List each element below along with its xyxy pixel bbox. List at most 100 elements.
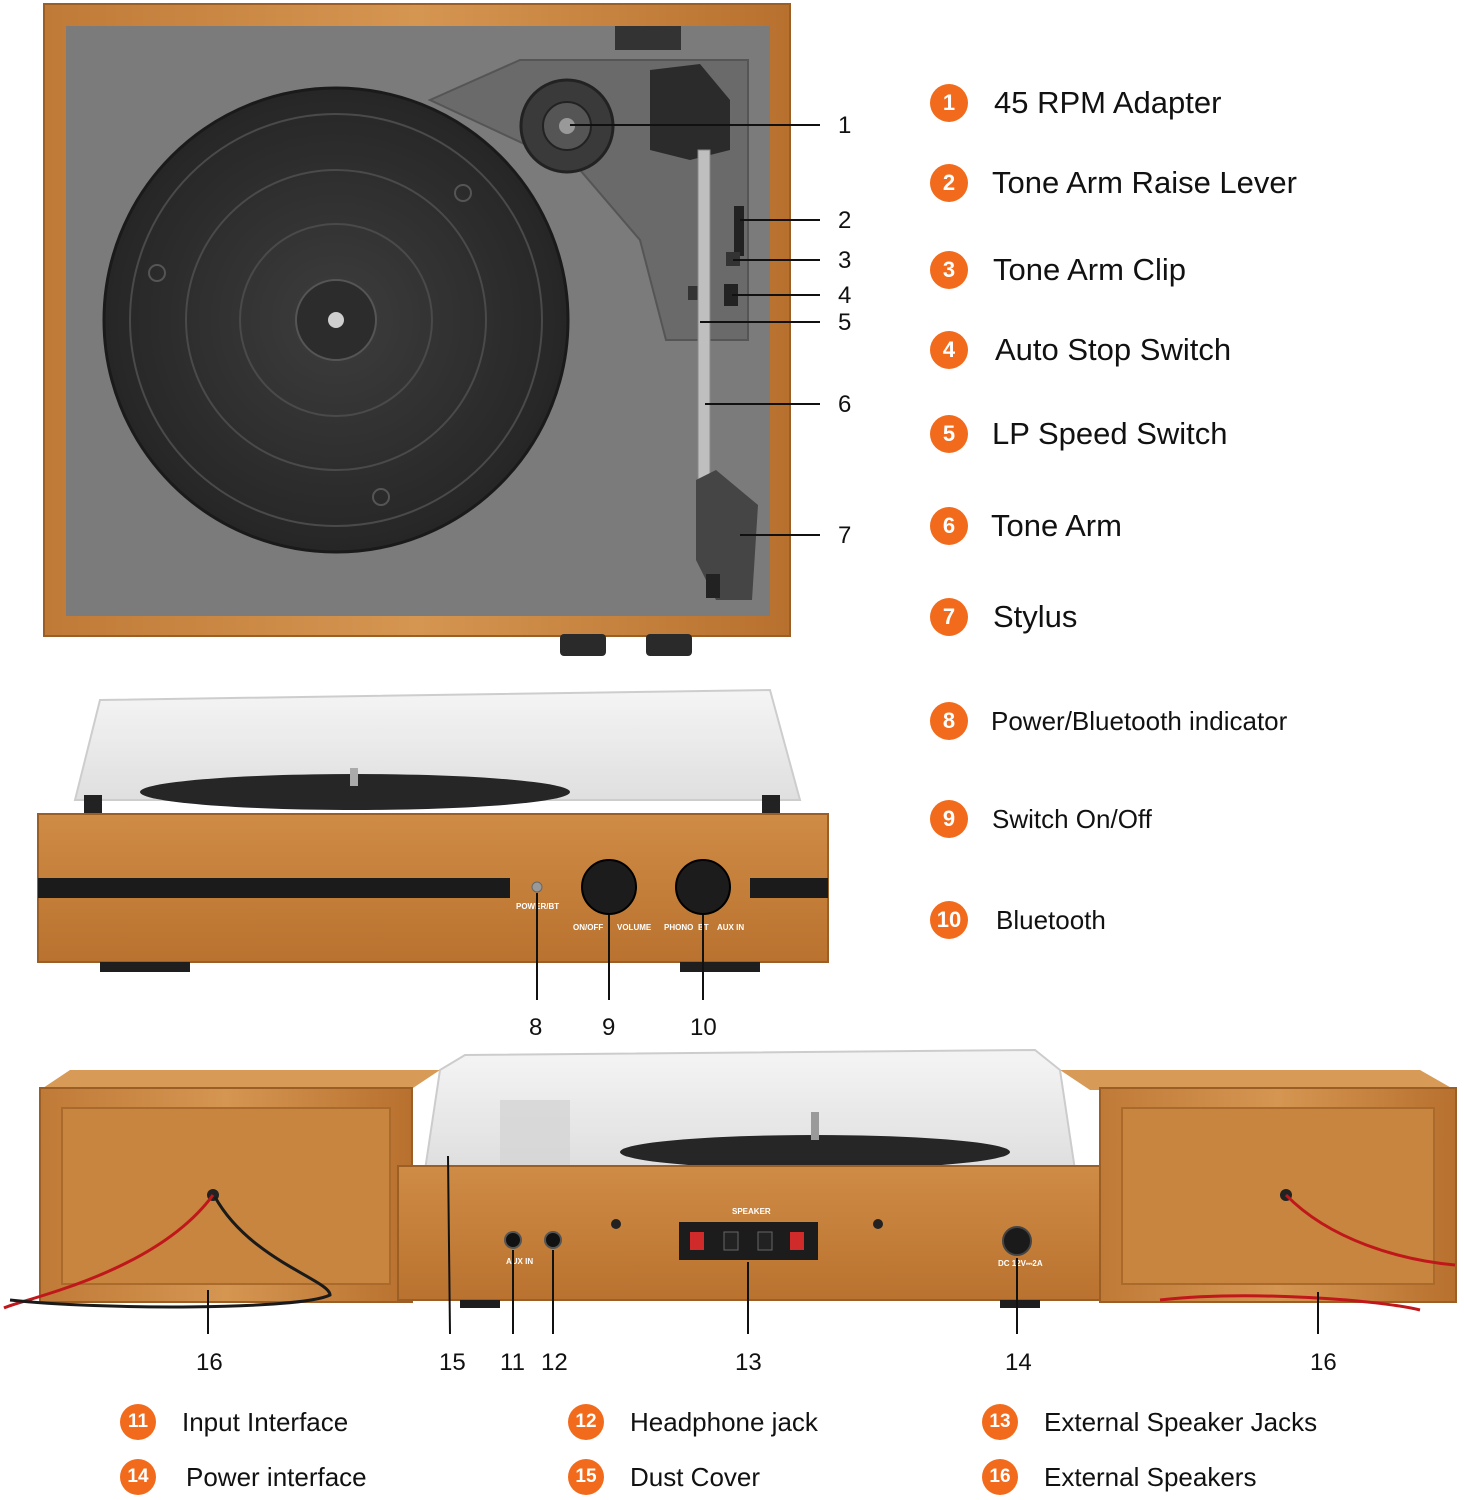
legend-label: Power interface — [186, 1461, 367, 1492]
rear-view: AUX IN SPEAKER DC 12V⎓2A 16 15 11 12 13 … — [3, 1048, 1457, 1376]
callout-10: 10 — [690, 1014, 717, 1041]
right-speaker-wire — [1159, 1193, 1456, 1312]
dc-power-jack — [1002, 1226, 1032, 1256]
front-stripe-right — [750, 878, 828, 898]
legend-label: Power/Bluetooth indicator — [991, 705, 1288, 736]
rear-arm-cover — [500, 1100, 570, 1170]
front-callout-lines — [536, 893, 704, 1000]
power-bt-indicator — [531, 881, 543, 893]
legend-label: External Speakers — [1044, 1461, 1257, 1492]
platter-ring-outer — [129, 113, 543, 527]
callout-8: 8 — [529, 1014, 542, 1041]
platter-ring-inner — [239, 223, 433, 417]
legend-item-5: 5 LP Speed Switch — [930, 415, 1228, 453]
callout-7: 7 — [838, 522, 851, 549]
legend-item-1: 1 45 RPM Adapter — [930, 84, 1221, 122]
rear-foot — [1000, 1300, 1040, 1308]
callout-4: 4 — [838, 282, 851, 309]
front-foot — [100, 962, 190, 972]
callout-6: 6 — [838, 391, 851, 418]
front-cover-hinge — [762, 795, 780, 813]
legend-label: Bluetooth — [996, 904, 1106, 935]
legend-label: LP Speed Switch — [992, 416, 1228, 451]
volume-label: VOLUME — [617, 923, 652, 932]
legend-item-13: 13 External Speaker Jacks — [982, 1404, 1317, 1440]
phono-label: PHONO — [664, 923, 693, 932]
right-speaker-panel — [1121, 1107, 1435, 1285]
legend-item-4: 4 Auto Stop Switch — [930, 331, 1231, 369]
legend-label: Tone Arm Raise Lever — [992, 165, 1297, 200]
top-view: 1 2 3 4 5 6 7 — [43, 3, 851, 656]
number-badge: 11 — [120, 1404, 156, 1440]
rear-screw — [611, 1219, 621, 1229]
left-speaker-wire-black — [9, 1196, 332, 1309]
legend-item-11: 11 Input Interface — [120, 1404, 348, 1440]
platter-screw — [148, 264, 166, 282]
callout-5: 5 — [838, 309, 851, 336]
number-badge: 6 — [930, 507, 968, 545]
speaker-terminal — [723, 1231, 739, 1251]
legend-item-8: 8 Power/Bluetooth indicator — [930, 702, 1287, 740]
aux-in-jack — [504, 1231, 522, 1249]
speaker-terminal — [690, 1232, 704, 1250]
auto-stop-switch — [724, 284, 738, 306]
legend-label: External Speaker Jacks — [1044, 1406, 1318, 1437]
top-knob — [646, 634, 692, 656]
rear-aux-in-label: AUX IN — [506, 1257, 533, 1266]
number-badge: 1 — [930, 84, 968, 122]
front-stripe-left — [38, 878, 510, 898]
spindle — [328, 312, 344, 328]
dc-label: DC 12V⎓2A — [998, 1259, 1043, 1268]
number-badge: 12 — [568, 1404, 604, 1440]
callout-1: 1 — [838, 112, 851, 139]
legend-item-15: 15 Dust Cover — [568, 1459, 760, 1495]
legend-label: Switch On/Off — [992, 803, 1152, 834]
legend-item-3: 3 Tone Arm Clip — [930, 251, 1186, 289]
tone-arm-pivot — [650, 64, 730, 160]
legend-label: Tone Arm Clip — [993, 252, 1186, 287]
aux-in-label: AUX IN — [717, 923, 744, 932]
callout-9: 9 — [602, 1014, 615, 1041]
legend-label: Headphone jack — [630, 1406, 818, 1437]
legend-item-6: 6 Tone Arm — [930, 507, 1122, 545]
front-view: POWER/BT ON/OFF VOLUME PHONO BT AUX IN 8… — [37, 688, 829, 1041]
number-badge: 8 — [930, 702, 968, 740]
front-platter — [140, 774, 570, 810]
legend-label: Dust Cover — [630, 1461, 761, 1492]
speaker-label: SPEAKER — [732, 1207, 771, 1216]
tone-arm-raise-lever — [734, 206, 744, 256]
rpm-adapter-hub — [559, 118, 575, 134]
number-badge: 16 — [982, 1459, 1018, 1495]
legend-item-7: 7 Stylus — [930, 598, 1077, 636]
legend-label: Stylus — [993, 599, 1078, 634]
rear-screw — [873, 1219, 883, 1229]
number-badge: 3 — [930, 251, 968, 289]
rear-platter — [620, 1135, 1010, 1169]
number-badge: 15 — [568, 1459, 604, 1495]
legend-item-12: 12 Headphone jack — [568, 1404, 818, 1440]
speaker-terminal — [790, 1232, 804, 1250]
right-speaker-top — [1060, 1070, 1455, 1090]
volume-knob[interactable] — [581, 859, 637, 915]
platter-screw — [372, 488, 390, 506]
front-spindle — [350, 768, 358, 786]
mode-knob[interactable] — [675, 859, 731, 915]
headshell — [696, 470, 758, 600]
number-badge: 13 — [982, 1404, 1018, 1440]
dust-cover-hinge — [615, 26, 681, 50]
legend-item-2: 2 Tone Arm Raise Lever — [930, 164, 1297, 202]
on-off-label: ON/OFF — [573, 923, 603, 932]
stylus — [706, 574, 720, 598]
front-cover-hinge — [84, 795, 102, 813]
left-speaker-top — [40, 1070, 440, 1090]
legend-item-14: 14 Power interface — [120, 1459, 367, 1495]
callout-2: 2 — [838, 207, 851, 234]
number-badge: 7 — [930, 598, 968, 636]
speaker-terminal — [757, 1231, 773, 1251]
callout-14: 14 — [1005, 1349, 1032, 1376]
front-dust-cover — [73, 688, 802, 801]
legend-item-16: 16 External Speakers — [982, 1459, 1256, 1495]
headphone-jack — [544, 1231, 562, 1249]
callout-3: 3 — [838, 247, 851, 274]
callout-13: 13 — [735, 1349, 762, 1376]
